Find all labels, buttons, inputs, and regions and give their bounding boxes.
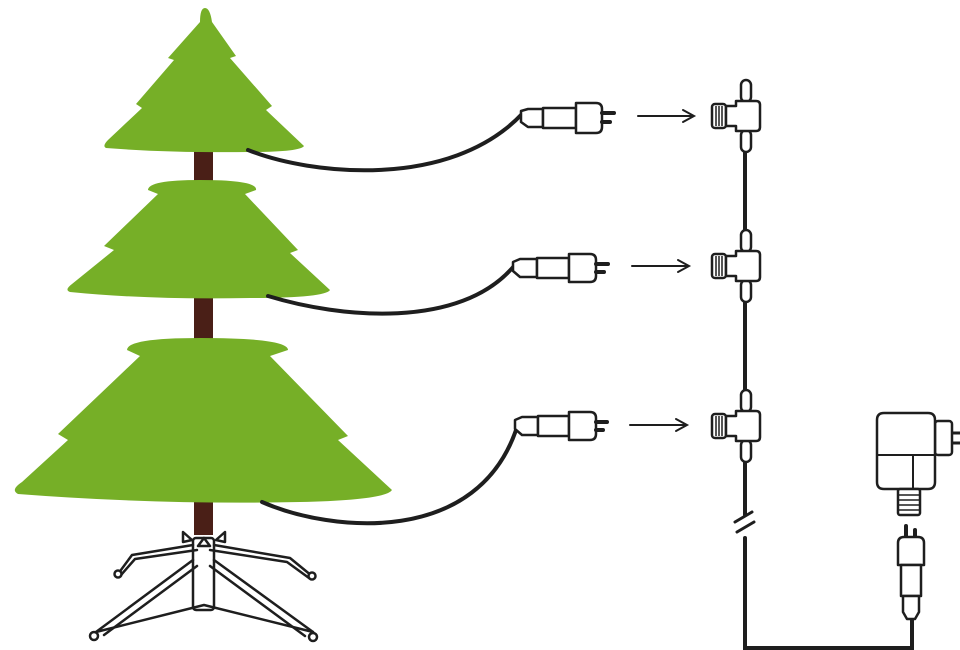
arrow-icon (629, 418, 690, 432)
tree-tier-middle (67, 180, 330, 299)
arrow-icon (637, 109, 697, 123)
cable-break-icon (733, 510, 756, 534)
t-connector-icon (710, 228, 762, 304)
tree-stand (88, 530, 319, 643)
cable-bottom-tier (260, 422, 520, 526)
t-connector-icon (710, 78, 762, 154)
tree-icon (14, 8, 393, 643)
cable-top-tier (246, 112, 524, 173)
tree-tier-top (104, 8, 305, 153)
main-cable (743, 148, 914, 650)
male-plug-icon (896, 524, 926, 621)
power-adapter-icon (875, 411, 960, 517)
male-plug-icon (511, 252, 610, 284)
arrow-icon (631, 259, 692, 273)
male-plug-icon (513, 410, 609, 442)
male-plug-icon (519, 101, 616, 135)
t-connector-icon (710, 388, 762, 464)
tree-tier-bottom (14, 338, 393, 503)
cable-middle-tier (266, 264, 516, 316)
